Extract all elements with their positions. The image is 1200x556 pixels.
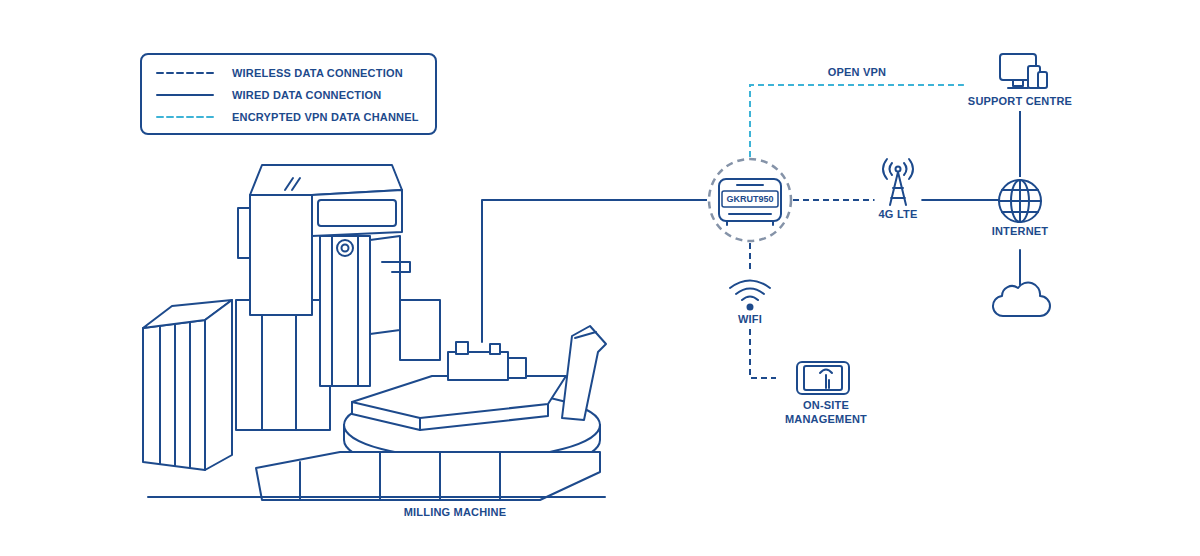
workpiece-block	[490, 344, 500, 354]
machine-bracket	[382, 262, 410, 272]
router-node: GKRUT950	[707, 157, 793, 243]
internet-node: INTERNET	[988, 177, 1053, 241]
touch-hand	[820, 370, 832, 389]
connector	[921, 199, 987, 201]
machine-base-lines	[300, 452, 500, 500]
connector	[750, 329, 776, 378]
cell-tower-node: 4G LTE	[875, 155, 922, 224]
node-label: ON-SITE MANAGEMENT	[780, 398, 872, 426]
connector	[749, 243, 751, 272]
machine-rails	[332, 236, 358, 386]
machine-node: MILLING MACHINE	[140, 155, 610, 523]
cabinet-side	[205, 300, 232, 470]
machine-column-base	[236, 300, 330, 430]
tablet-node: ON-SITE MANAGEMENT	[776, 360, 876, 429]
tower-antenna	[896, 167, 901, 172]
machine-base-lines	[262, 300, 296, 430]
wifi-dot	[748, 305, 753, 310]
wifi-node: WIFI	[734, 272, 766, 329]
table-edge	[419, 418, 421, 430]
machine-side-knob	[238, 208, 250, 258]
radio-waves	[883, 159, 913, 179]
machine-side-housing	[370, 236, 400, 334]
legend-sample-wired	[157, 94, 213, 96]
legend-sample-vpn	[157, 116, 213, 118]
router-details	[727, 185, 773, 225]
globe-lines	[999, 180, 1041, 222]
legend-box: WIRELESS DATA CONNECTION WIRED DATA CONNE…	[140, 53, 437, 135]
connector	[750, 85, 964, 157]
connector	[610, 199, 707, 201]
tablet-screen	[804, 366, 842, 390]
legend-label: ENCRYPTED VPN DATA CHANNEL	[232, 110, 419, 124]
machine-spindle-core	[342, 245, 349, 252]
workpiece	[448, 352, 508, 380]
legend-label: WIRED DATA CONNECTION	[232, 88, 381, 102]
machine-head-panel	[318, 200, 396, 226]
edge-label: OPEN VPN	[826, 65, 888, 79]
cabinet-panels	[160, 322, 190, 468]
machine-base-left	[256, 452, 440, 500]
machine-slide	[320, 236, 370, 386]
connector	[793, 199, 875, 201]
ground-line	[148, 496, 605, 498]
cloud-icon	[993, 282, 1050, 316]
node-label: INTERNET	[992, 224, 1049, 238]
machine-hood-mark	[285, 178, 300, 190]
node-label: SUPPORT CENTRE	[968, 94, 1072, 108]
cloud-link	[1019, 250, 1021, 285]
globe-icon	[999, 180, 1041, 222]
monitor-stand	[1008, 80, 1028, 88]
control-arm	[562, 326, 606, 420]
tablet-icon	[797, 362, 849, 394]
tower-icon	[890, 172, 906, 205]
legend-label: WIRELESS DATA CONNECTION	[232, 66, 403, 80]
small-phone-icon	[1038, 72, 1047, 88]
support-centre-node: SUPPORT CENTRE	[964, 50, 1076, 111]
wifi-icon	[730, 281, 770, 301]
legend-sample-wireless	[157, 72, 213, 74]
connector	[1019, 111, 1021, 177]
table-top	[352, 376, 566, 418]
machine-cable	[482, 200, 612, 342]
node-label: MILLING MACHINE	[404, 505, 507, 519]
node-label: 4G LTE	[879, 207, 918, 221]
machine-column	[250, 195, 312, 315]
machine-spindle	[337, 240, 353, 256]
device-label: GKRUT950	[707, 192, 793, 206]
workpiece-clamp	[508, 358, 526, 378]
machine-back-block	[400, 300, 440, 360]
machine-head	[312, 190, 402, 236]
workpiece-block	[456, 342, 468, 354]
node-label: WIFI	[738, 312, 762, 326]
machine-base-right	[440, 452, 600, 500]
cabinet-front	[143, 320, 205, 470]
control-arm-line	[575, 332, 596, 338]
